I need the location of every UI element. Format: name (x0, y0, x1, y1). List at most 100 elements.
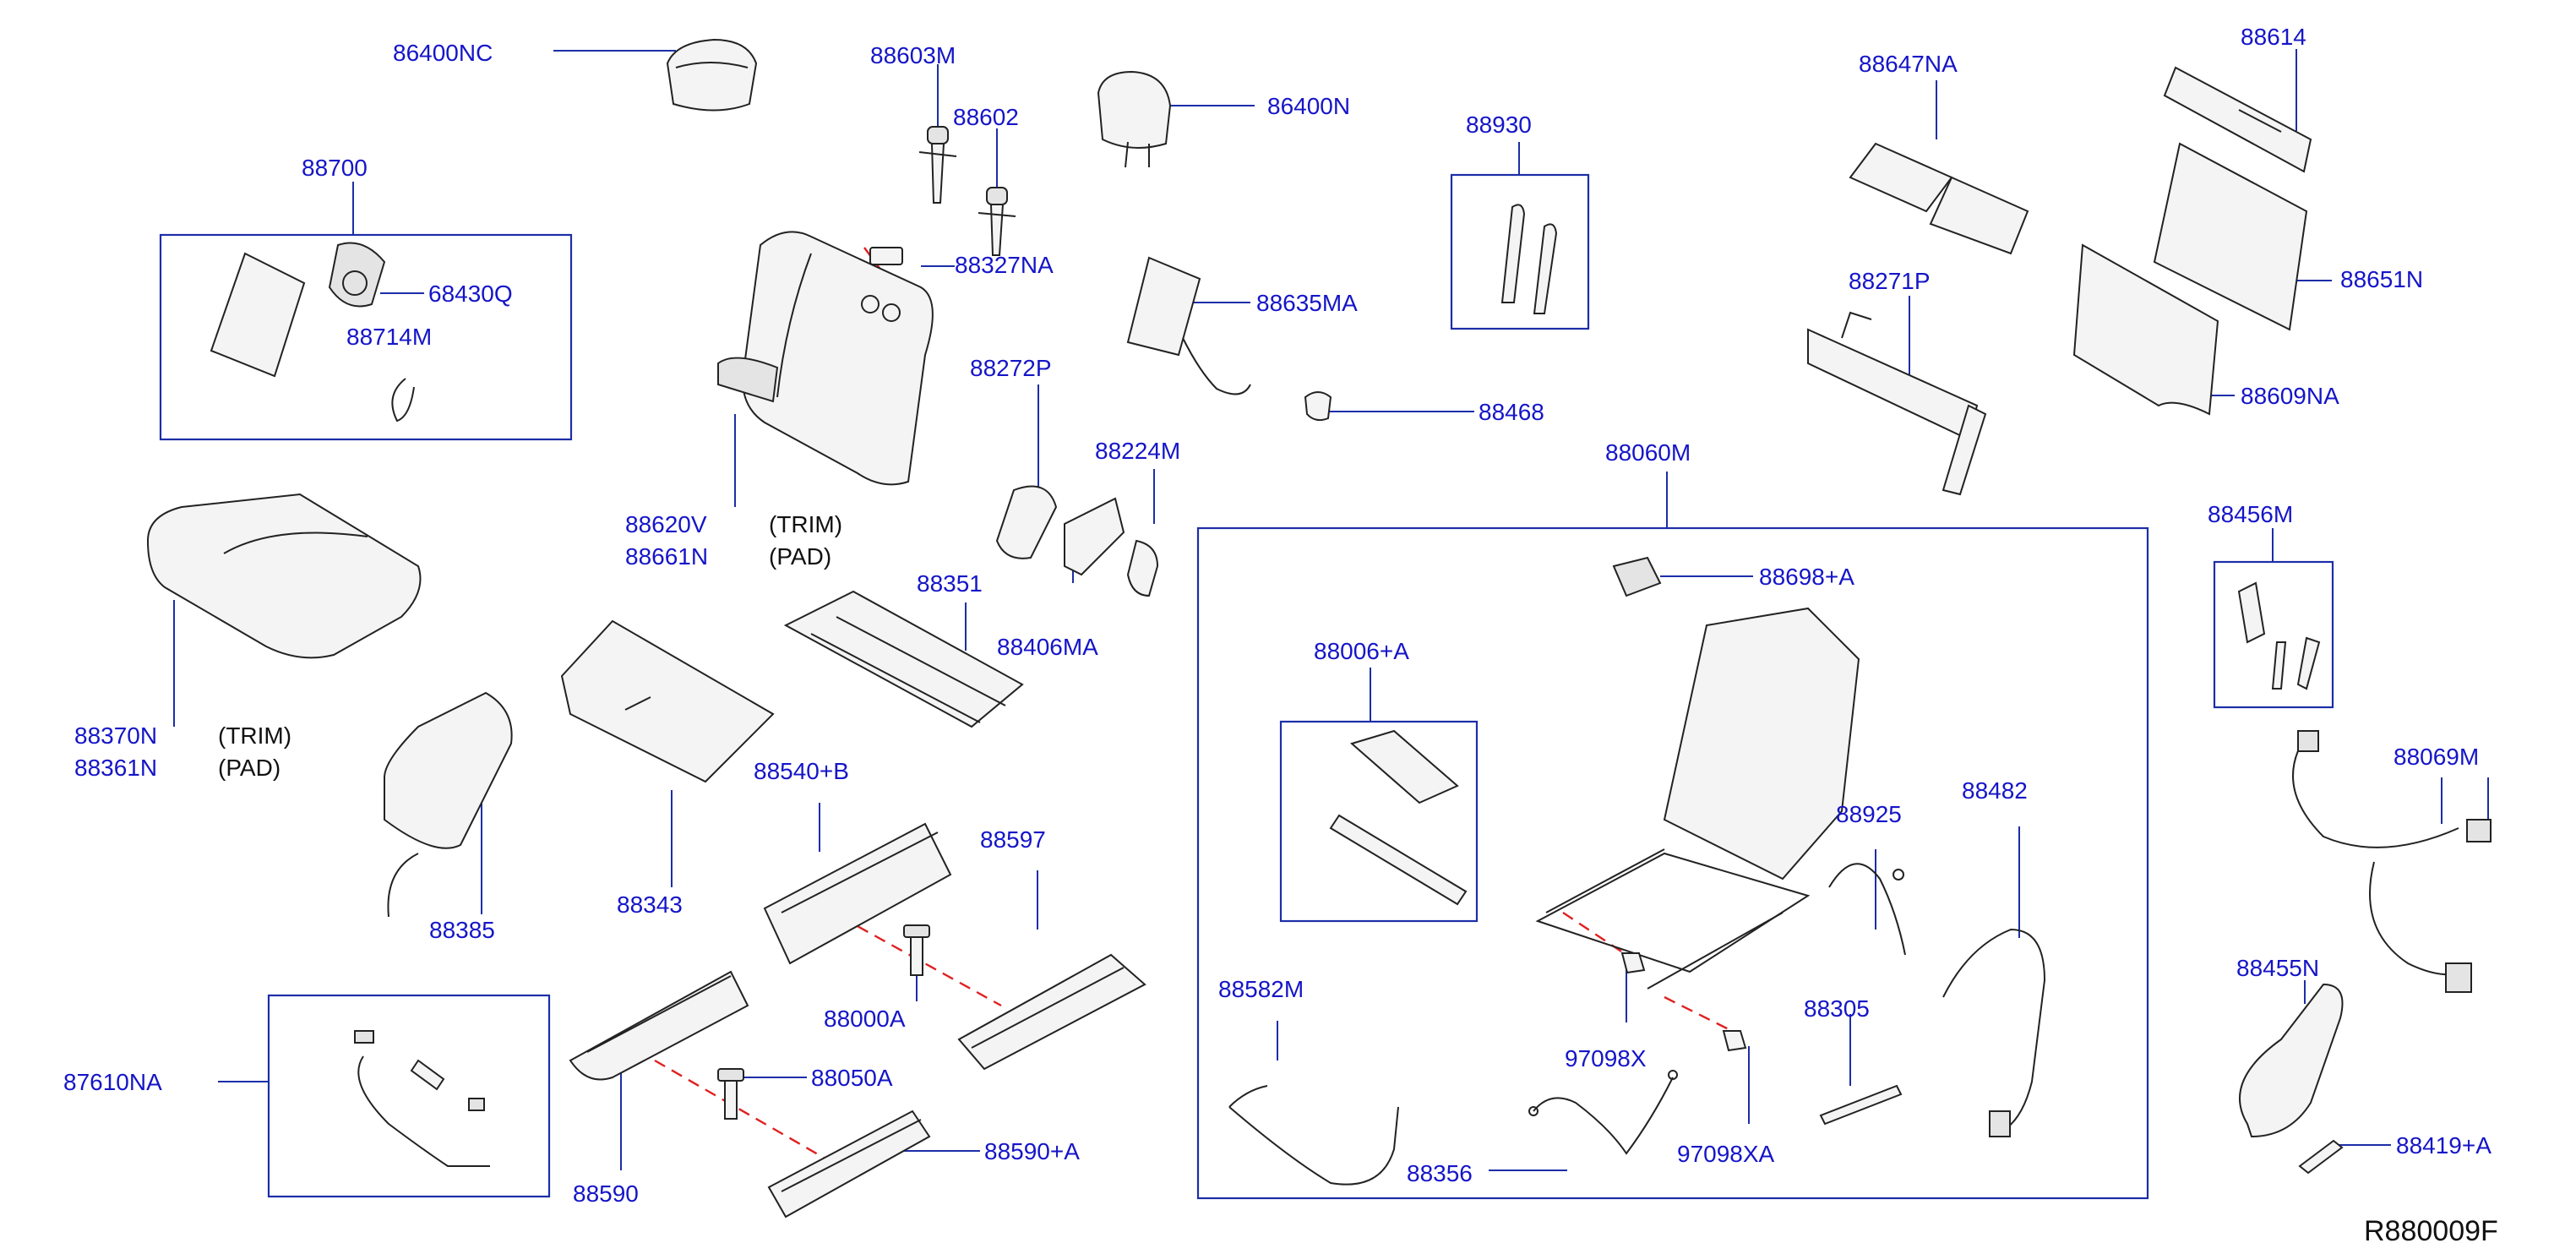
label-88590a: 88590+A (984, 1138, 1080, 1164)
part-panel-88609na (2072, 243, 2219, 416)
leader-lines (173, 49, 2489, 1171)
part-knob-88468 (1304, 391, 1332, 422)
label-88582m: 88582M (1218, 976, 1304, 1002)
label-88661n: 88661N (625, 543, 708, 570)
part-trim-88590a (767, 1110, 931, 1219)
note-trim-2: (TRIM) (218, 722, 291, 749)
part-shield-88455n (2239, 983, 2344, 1138)
part-headrest-86400n (1097, 70, 1172, 168)
note-pad-2: (PAD) (218, 755, 280, 781)
part-frame-88271p (1807, 311, 1987, 496)
label-68430q: 68430Q (428, 281, 513, 307)
part-set-87610na (354, 1030, 490, 1167)
group-box-88060m (1196, 526, 2149, 1200)
part-set-88006a (1329, 729, 1468, 906)
part-cover-88224m (1126, 539, 1159, 597)
part-frame-88060m (1535, 607, 1860, 990)
label-88305: 88305 (1804, 995, 1870, 1022)
part-panel-88651n (2153, 142, 2308, 331)
part-clip-88327na (869, 247, 903, 265)
label-88271p: 88271P (1849, 268, 1931, 294)
label-88468: 88468 (1479, 399, 1544, 425)
label-88602: 88602 (953, 104, 1019, 130)
group-box-88006a (1279, 720, 1479, 923)
part-harness-88482 (1942, 928, 2046, 1137)
label-88647na: 88647NA (1859, 51, 1958, 77)
label-88651n: 88651N (2340, 266, 2423, 292)
label-88370n: 88370N (74, 722, 157, 749)
label-88620v: 88620V (625, 511, 707, 537)
part-harness-88069m (2292, 730, 2492, 993)
part-frame-88343 (560, 619, 775, 783)
part-cushion-88370n (146, 493, 422, 659)
label-88930: 88930 (1466, 112, 1532, 138)
label-88540b: 88540+B (754, 758, 849, 784)
label-88050a: 88050A (811, 1065, 893, 1091)
part-strip-88419a (2298, 1139, 2344, 1175)
part-bolt-88000a (903, 924, 930, 976)
label-88272p: 88272P (970, 355, 1052, 381)
part-trim-88590 (569, 970, 749, 1081)
label-88925: 88925 (1836, 801, 1902, 827)
label-88614: 88614 (2241, 24, 2306, 50)
label-88590: 88590 (573, 1180, 639, 1207)
label-88482: 88482 (1962, 777, 2028, 804)
label-88000a: 88000A (824, 1006, 906, 1032)
label-88351: 88351 (917, 570, 983, 597)
group-box-88700 (159, 233, 573, 441)
part-module-88700 (210, 242, 415, 423)
part-seatback-88620v (717, 231, 934, 486)
note-pad-1: (PAD) (769, 543, 831, 570)
part-clip-97098x (1620, 952, 1646, 974)
part-panel-88635ma (1126, 256, 1251, 395)
label-97098xa: 97098XA (1677, 1141, 1775, 1167)
part-clip-97098xa (1722, 1030, 1747, 1052)
part-harness-88356 (1528, 1070, 1678, 1155)
note-trim-1: (TRIM) (769, 511, 842, 537)
label-97098x: 97098X (1565, 1045, 1647, 1071)
part-harness-88925 (1828, 863, 1906, 956)
label-86400n: 86400N (1267, 93, 1350, 119)
part-railcover-88597 (957, 953, 1146, 1071)
label-88069m: 88069M (2394, 744, 2479, 770)
label-88635ma: 88635MA (1256, 290, 1358, 316)
part-railcover-88540b (763, 822, 952, 965)
label-88060m: 88060M (1605, 439, 1691, 466)
part-trim-88614 (2163, 66, 2312, 173)
label-86400nc: 86400NC (393, 40, 493, 66)
label-87610na: 87610NA (63, 1069, 162, 1095)
part-bracket-88698a (1612, 556, 1662, 597)
label-88006a: 88006+A (1314, 638, 1409, 664)
part-guide-88602 (978, 187, 1016, 256)
label-88327na: 88327NA (955, 252, 1054, 278)
part-cover-88647na (1849, 142, 2029, 255)
label-88224m: 88224M (1095, 438, 1180, 464)
label-88700: 88700 (302, 155, 368, 181)
part-harness-88582m (1228, 1085, 1399, 1186)
part-bolt-88050a (717, 1068, 744, 1120)
part-guide-88603m (918, 126, 957, 204)
label-88385: 88385 (429, 917, 495, 943)
label-88343: 88343 (617, 891, 683, 918)
label-88419a: 88419+A (2396, 1132, 2492, 1159)
label-88456m: 88456M (2208, 501, 2293, 527)
group-box-87610na (267, 994, 551, 1198)
label-88455n: 88455N (2236, 955, 2319, 981)
part-bracket-88406ma (1064, 497, 1125, 576)
label-88406ma: 88406MA (997, 634, 1098, 660)
label-88698a: 88698+A (1759, 564, 1854, 590)
part-headrest-86400nc (666, 38, 758, 112)
part-rod-88305 (1819, 1084, 1903, 1126)
label-88714m: 88714M (346, 324, 432, 350)
label-88603m: 88603M (870, 42, 956, 68)
label-88356: 88356 (1407, 1160, 1473, 1186)
diagram-code: R880009F (2364, 1215, 2498, 1247)
part-pad-88385 (384, 691, 513, 918)
label-88361n: 88361N (74, 755, 157, 781)
label-88597: 88597 (980, 826, 1046, 853)
label-88609na: 88609NA (2241, 383, 2339, 409)
part-brackets-88456m (2237, 581, 2321, 690)
part-brackets-88930 (1500, 204, 1558, 314)
part-cover-88272p (995, 485, 1058, 559)
